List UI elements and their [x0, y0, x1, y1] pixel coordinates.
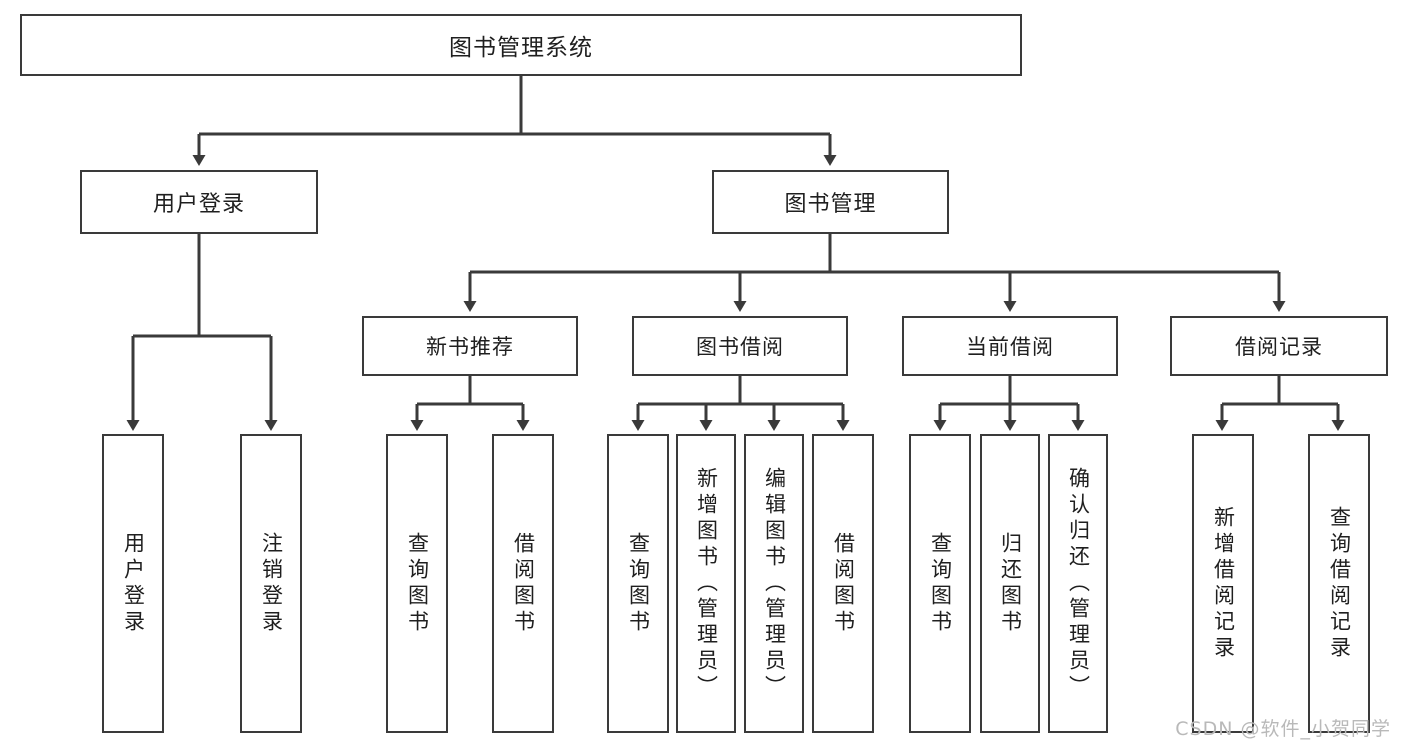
node-leaf-new-book-borrow-label: 借阅图书 — [511, 531, 536, 636]
node-leaf-new-book-borrow[interactable]: 借阅图书 — [492, 434, 554, 733]
node-leaf-add-borrow-record-label: 新增借阅记录 — [1211, 505, 1236, 662]
node-leaf-current-query-book[interactable]: 查询图书 — [909, 434, 971, 733]
node-leaf-logout[interactable]: 注销登录 — [240, 434, 302, 733]
node-leaf-return-book-label: 归还图书 — [998, 531, 1023, 636]
node-leaf-confirm-return-admin-label: 确认归还（管理员） — [1066, 466, 1091, 701]
node-book-borrow-label: 图书借阅 — [696, 335, 784, 359]
node-user-login-label: 用户登录 — [152, 192, 245, 217]
node-leaf-query-borrow-record[interactable]: 查询借阅记录 — [1308, 434, 1370, 733]
node-leaf-user-login-label: 用户登录 — [121, 531, 146, 636]
node-leaf-borrow-query-book-label: 查询图书 — [626, 531, 651, 636]
node-leaf-borrow-query-book[interactable]: 查询图书 — [607, 434, 669, 733]
node-leaf-add-book-admin-label: 新增图书（管理员） — [694, 466, 719, 701]
node-book-management[interactable]: 图书管理 — [712, 170, 949, 234]
node-borrow-record-label: 借阅记录 — [1235, 335, 1323, 359]
node-borrow-record[interactable]: 借阅记录 — [1170, 316, 1388, 376]
node-leaf-current-query-book-label: 查询图书 — [928, 531, 953, 636]
node-root-system[interactable]: 图书管理系统 — [20, 14, 1022, 76]
node-user-login[interactable]: 用户登录 — [80, 170, 318, 234]
node-new-book-recommend-label: 新书推荐 — [426, 335, 514, 359]
node-leaf-user-login[interactable]: 用户登录 — [102, 434, 164, 733]
node-leaf-new-book-query[interactable]: 查询图书 — [386, 434, 448, 733]
csdn-watermark: CSDN @软件_小贺同学 — [1175, 718, 1391, 740]
node-leaf-add-borrow-record[interactable]: 新增借阅记录 — [1192, 434, 1254, 733]
node-leaf-add-book-admin[interactable]: 新增图书（管理员） — [676, 434, 736, 733]
node-book-borrow[interactable]: 图书借阅 — [632, 316, 848, 376]
node-leaf-edit-book-admin[interactable]: 编辑图书（管理员） — [744, 434, 804, 733]
node-leaf-borrow-book-label: 借阅图书 — [831, 531, 856, 636]
node-book-management-label: 图书管理 — [784, 192, 877, 217]
node-root-system-label: 图书管理系统 — [449, 35, 593, 61]
node-leaf-new-book-query-label: 查询图书 — [405, 531, 430, 636]
node-new-book-recommend[interactable]: 新书推荐 — [362, 316, 578, 376]
node-leaf-confirm-return-admin[interactable]: 确认归还（管理员） — [1048, 434, 1108, 733]
node-leaf-logout-label: 注销登录 — [259, 531, 284, 636]
node-leaf-borrow-book[interactable]: 借阅图书 — [812, 434, 874, 733]
node-leaf-edit-book-admin-label: 编辑图书（管理员） — [762, 466, 787, 701]
node-current-borrow-label: 当前借阅 — [966, 335, 1054, 359]
node-leaf-query-borrow-record-label: 查询借阅记录 — [1327, 505, 1352, 662]
node-current-borrow[interactable]: 当前借阅 — [902, 316, 1118, 376]
node-leaf-return-book[interactable]: 归还图书 — [980, 434, 1040, 733]
